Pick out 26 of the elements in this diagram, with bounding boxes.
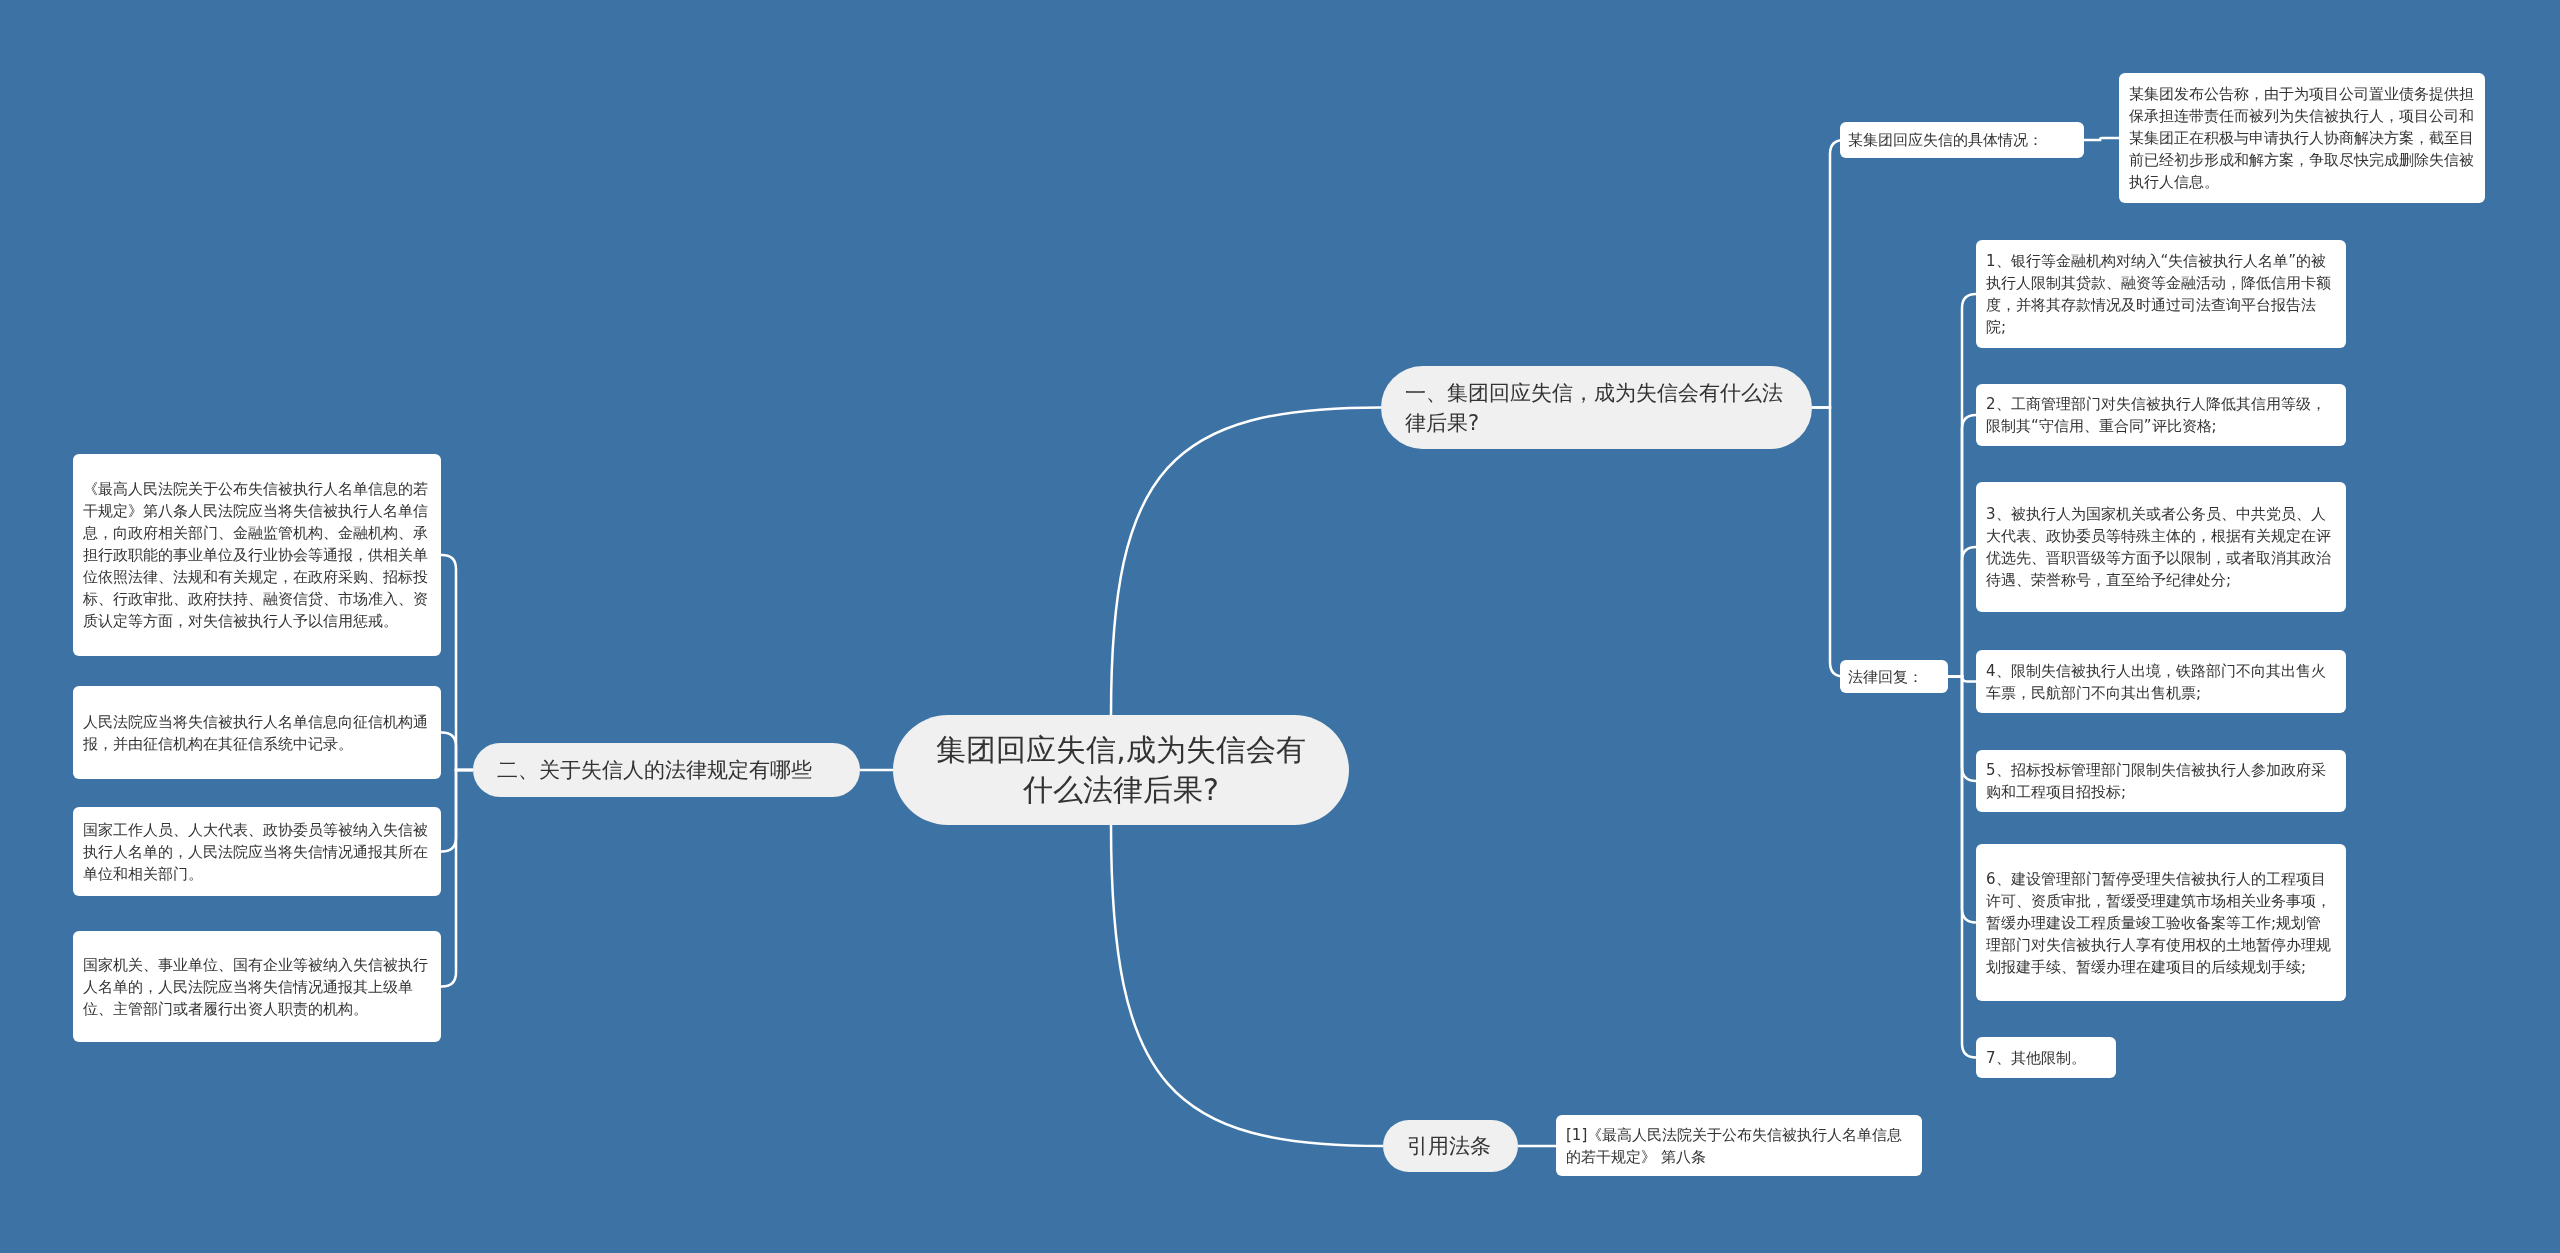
text-box: 6、建设管理部门暂停受理失信被执行人的工程项目许可、资质审批，暂缓受理建筑市场相关业务事项，暂缓办理建设工程质量竣工验收备案等工作;规划管理部门对失信被执行人享有使用权的土地暂停办理规划报建手续、暂缓办理在建项目的后续规划手续;	[1976, 844, 2346, 1001]
text-box: 国家机关、事业单位、国有企业等被纳入失信被执行人名单的，人民法院应当将失信情况通报其上级单位、主管部门或者履行出资人职责的机构。	[73, 931, 441, 1042]
text-box: 3、被执行人为国家机关或者公务员、中共党员、人大代表、政协委员等特殊主体的，根据有关规定在评优选先、晋职晋级等方面予以限制，或者取消其政治待遇、荣誉称号，直至给予纪律处分;	[1976, 482, 2346, 612]
text-box: 5、招标投标管理部门限制失信被执行人参加政府采购和工程项目招投标;	[1976, 750, 2346, 812]
text-box: 人民法院应当将失信被执行人名单信息向征信机构通报，并由征信机构在其征信系统中记录。	[73, 686, 441, 779]
text-box: 4、限制失信被执行人出境，铁路部门不向其出售火车票，民航部门不向其出售机票;	[1976, 650, 2346, 713]
text-box: 7、其他限制。	[1976, 1037, 2116, 1078]
topic-pill: 二、关于失信人的法律规定有哪些	[473, 743, 860, 797]
central-topic: 集团回应失信,成为失信会有什么法律后果?	[893, 715, 1349, 825]
connector-line	[2084, 136, 2119, 142]
text-box: 某集团发布公告称，由于为项目公司置业债务提供担保承担连带责任而被列为失信被执行人，项目公司和某集团正在积极与申请执行人协商解决方案，截至目前已经初步形成和解方案，争取尽快完成删除失信被执行人信息。	[2119, 73, 2485, 203]
topic-pill: 引用法条	[1383, 1120, 1518, 1172]
connector-line	[1948, 675, 1978, 1059]
text-box: 1、银行等金融机构对纳入“失信被执行人名单”的被执行人限制其贷款、融资等金融活动，降低信用卡额度，并将其存款情况及时通过司法查询平台报告法院;	[1976, 240, 2346, 348]
text-box: 《最高人民法院关于公布失信被执行人名单信息的若干规定》第八条人民法院应当将失信被执行人名单信息，向政府相关部门、金融监管机构、金融机构、承担行政职能的事业单位及行业协会等通报，供相关单位依照法律、法规和有关规定，在政府采购、招标投标、行政审批、政府扶持、融资信贷、市场准入、资质认定等方面，对失信被执行人予以信用惩戒。	[73, 454, 441, 656]
connector-line	[1109, 824, 1384, 1148]
topic-pill: 一、集团回应失信，成为失信会有什么法律后果?	[1381, 366, 1812, 449]
text-box: 国家工作人员、人大代表、政协委员等被纳入失信被执行人名单的，人民法院应当将失信情况通报其所在单位和相关部门。	[73, 807, 441, 896]
connector-line	[1518, 1144, 1556, 1148]
connector-line	[440, 768, 473, 988]
subtopic-box: 法律回复：	[1840, 660, 1948, 693]
text-box: [1]《最高人民法院关于公布失信被执行人名单信息的若干规定》 第八条	[1556, 1115, 1922, 1176]
connector-line	[860, 768, 893, 772]
subtopic-box: 某集团回应失信的具体情况：	[1840, 122, 2084, 158]
connector-line	[1109, 406, 1382, 716]
text-box: 2、工商管理部门对失信被执行人降低其信用等级，限制其“守信用、重合同”评比资格;	[1976, 384, 2346, 446]
